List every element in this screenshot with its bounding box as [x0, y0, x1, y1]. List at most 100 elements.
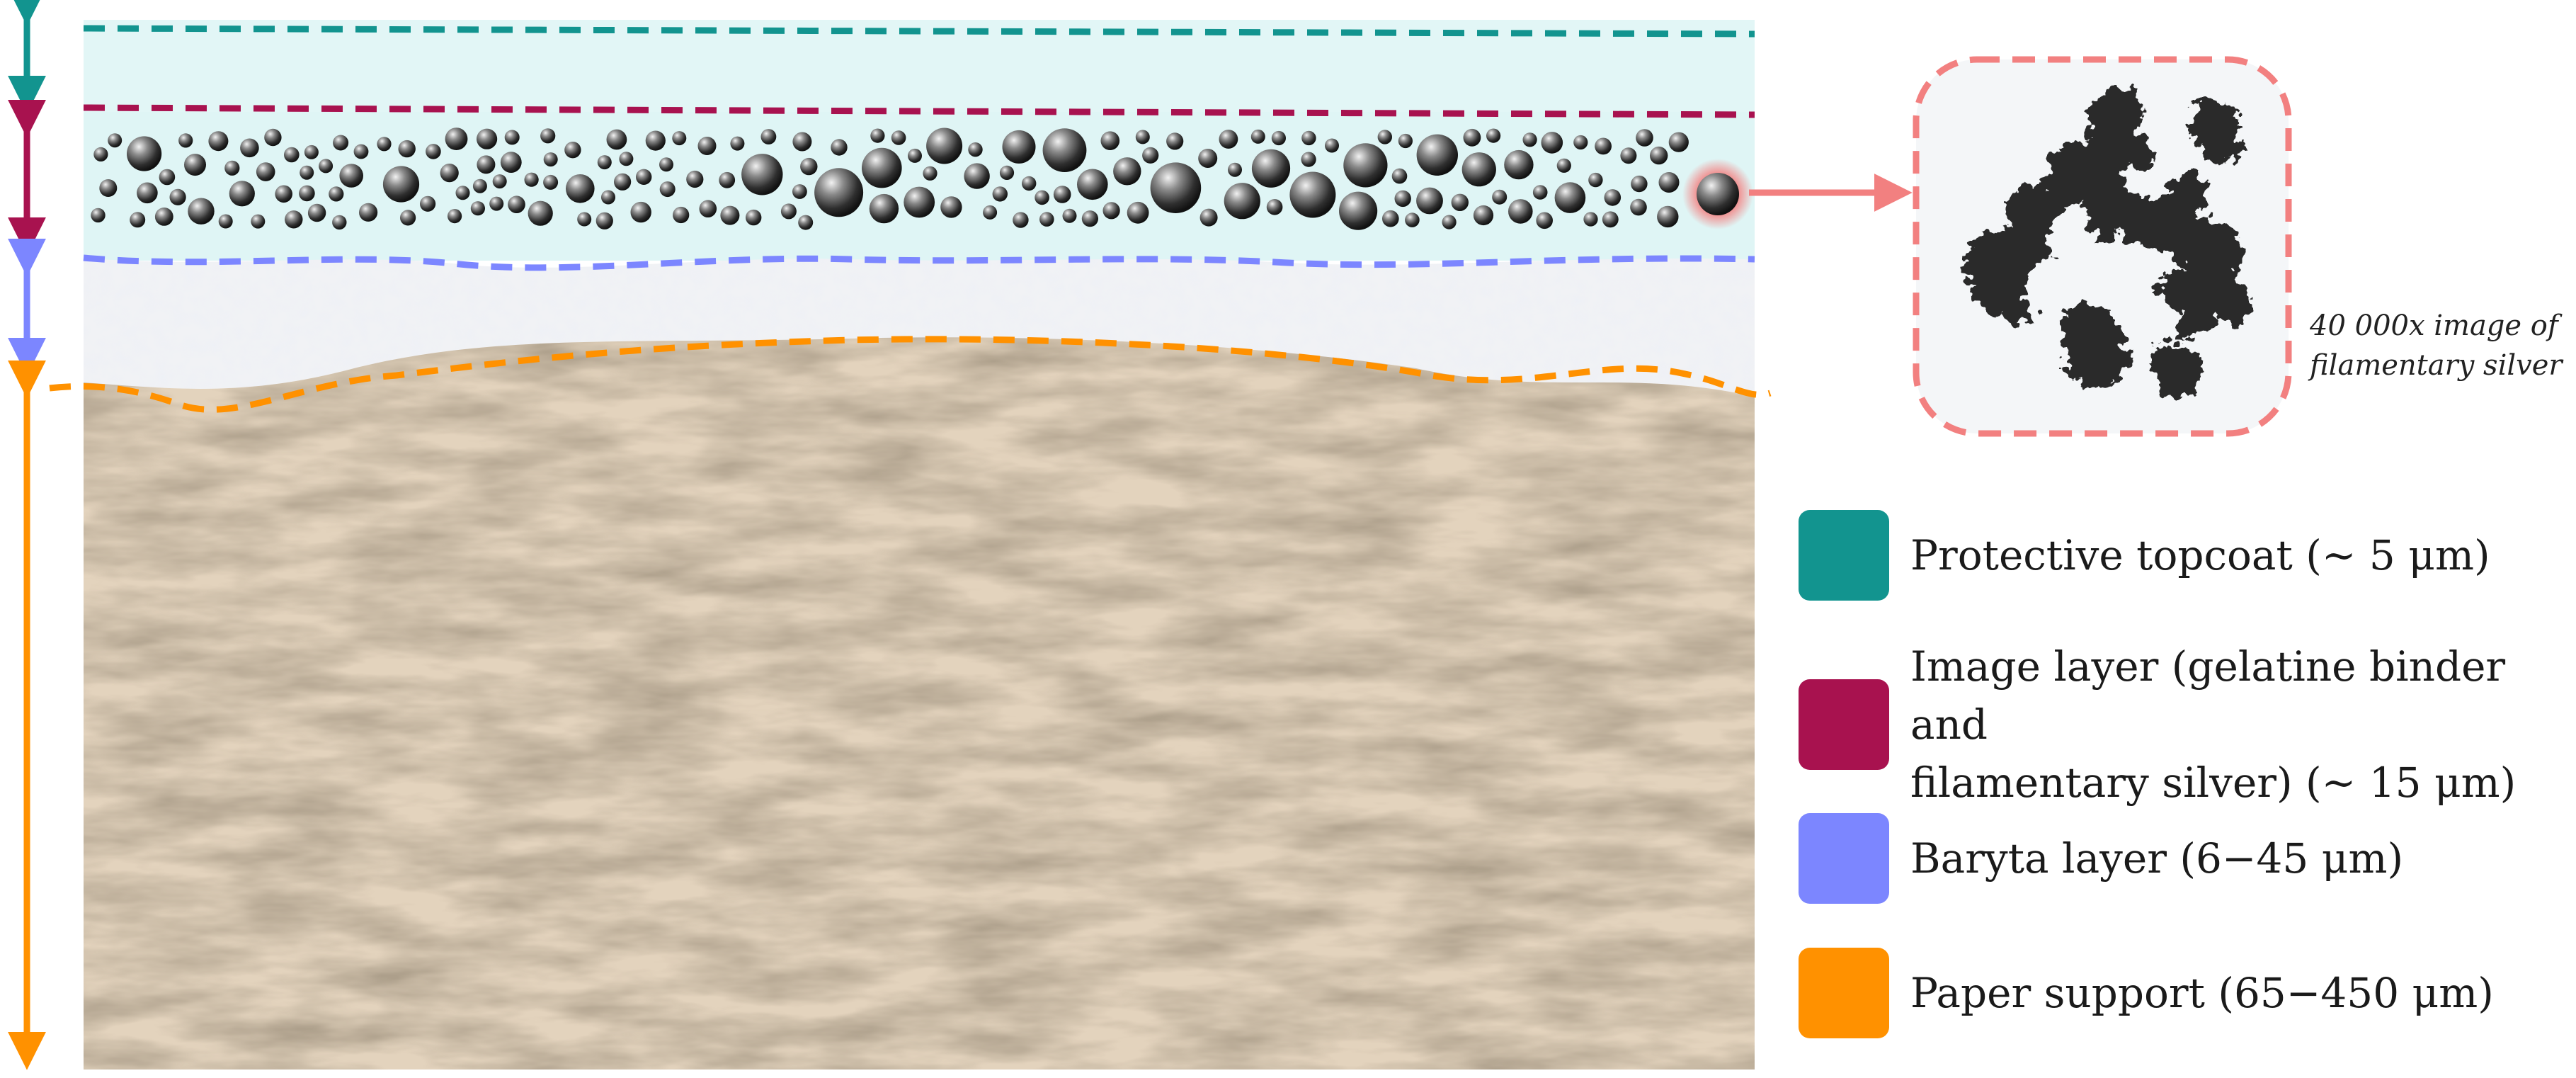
silver-particle-icon: [1150, 162, 1202, 213]
silver-particle-icon: [862, 147, 902, 188]
silver-particle-icon: [285, 210, 303, 229]
silver-particle-icon: [1289, 171, 1336, 218]
silver-particle-icon: [891, 130, 906, 145]
legend-label-topcoat: Protective topcoat (~ 5 μm): [1910, 526, 2490, 584]
silver-particle-icon: [1508, 199, 1533, 224]
legend-swatch-baryta: [1799, 813, 1889, 904]
silver-particle-icon: [992, 186, 1008, 202]
silver-particle-icon: [1198, 149, 1218, 168]
silver-particle-icon: [619, 152, 634, 166]
silver-particle-icon: [870, 128, 885, 143]
silver-particle-icon: [543, 152, 558, 167]
silver-particle-icon: [1636, 129, 1653, 147]
silver-particle-icon: [333, 135, 349, 151]
silver-particle-icon: [1536, 212, 1553, 229]
topcoat-top-boundary: [83, 25, 1755, 38]
silver-particle-icon: [178, 133, 193, 148]
silver-particle-icon: [798, 215, 814, 230]
silver-particle-icon: [130, 212, 146, 228]
silver-particle-icon: [1301, 152, 1316, 167]
silver-particle-icon: [1668, 132, 1689, 152]
silver-particle-icon: [606, 129, 627, 150]
silver-particle-icon: [1266, 199, 1283, 215]
silver-particle-icon: [741, 154, 783, 195]
silver-particle-icon: [154, 208, 173, 226]
legend-item-baryta: Baryta layer (6−45 μm): [1799, 813, 2403, 904]
baryta-layer: [83, 254, 1755, 397]
silver-particle-icon: [108, 133, 122, 148]
legend-swatch-paper: [1799, 948, 1889, 1038]
silver-particle-icon: [964, 163, 990, 189]
silver-particle-icon: [1199, 208, 1218, 227]
silver-particle-icon: [1492, 189, 1508, 205]
silver-particle-icon: [1053, 186, 1071, 203]
silver-particle-icon: [659, 157, 673, 172]
silver-particle-icon: [448, 209, 462, 224]
silver-particle-icon: [188, 198, 215, 225]
silver-particle-icon: [1391, 168, 1408, 184]
silver-particle-icon: [760, 129, 777, 144]
silver-particle-icon: [127, 136, 162, 171]
silver-particle-icon: [672, 131, 687, 146]
silver-particle-icon: [908, 148, 922, 163]
silver-particle-icon: [1398, 133, 1413, 149]
silver-particle-icon: [1657, 205, 1679, 228]
silver-particle-icon: [377, 137, 392, 152]
silver-particle-icon: [630, 201, 651, 223]
silver-particle-icon: [1658, 172, 1680, 193]
silver-particle-icon: [400, 210, 416, 226]
inset-caption-line2: filamentary silver: [2310, 349, 2563, 382]
inset-caption-line1: 40 000x image of: [2310, 310, 2558, 342]
silver-particle-icon: [983, 205, 998, 220]
legend-label-image-layer-line1: Image layer (gelatine binder and: [1910, 642, 2506, 749]
inset-border: [1913, 56, 2292, 437]
silver-particle-icon: [659, 181, 676, 198]
silver-particle-icon: [831, 139, 848, 156]
silver-particle-icon: [1394, 190, 1411, 208]
legend-swatch-image-layer: [1799, 679, 1889, 770]
silver-particle-icon: [1325, 138, 1339, 153]
silver-particle-icon: [500, 152, 522, 174]
silver-particle-icon: [1127, 201, 1149, 224]
silver-particle-icon: [699, 200, 717, 218]
silver-particle-icon: [382, 166, 420, 203]
silver-particle-icon: [800, 157, 818, 176]
silver-particle-icon: [218, 214, 233, 229]
silver-particle-icon: [1339, 191, 1378, 230]
silver-particle-icon: [1573, 135, 1588, 150]
image-layer: [83, 104, 1755, 261]
silver-particle-icon: [926, 127, 963, 164]
silver-particle-icon: [524, 172, 539, 187]
silver-particle-icon: [229, 181, 255, 207]
silver-particle-icon: [358, 203, 378, 222]
silver-particle-icon: [1077, 169, 1108, 200]
legend-label-paper-line1: Paper support (65−450 μm): [1910, 969, 2494, 1017]
silver-particle-icon: [1416, 134, 1458, 176]
legend-label-topcoat-line1: Protective topcoat (~ 5 μm): [1910, 531, 2490, 579]
silver-particle-icon: [304, 144, 319, 159]
legend-swatch-topcoat: [1799, 510, 1889, 601]
callout: [1682, 159, 1913, 229]
silver-particle-icon: [940, 196, 962, 218]
silver-particle-icon: [353, 144, 369, 159]
silver-particle-icon: [224, 160, 240, 176]
silver-particle-icon: [1405, 212, 1420, 227]
silver-particle-icon: [1442, 215, 1457, 229]
baryta-top-boundary: [83, 254, 1755, 271]
silver-particle-icon: [792, 132, 812, 152]
silver-particle-icon: [869, 193, 899, 224]
silver-particle-icon: [1650, 146, 1668, 165]
silver-particle-icon: [999, 165, 1015, 180]
legend-label-paper: Paper support (65−450 μm): [1910, 964, 2494, 1022]
silver-particle-icon: [455, 186, 470, 200]
silver-particle-icon: [1382, 210, 1399, 227]
silver-particle-icon: [1113, 157, 1141, 186]
silver-particle-icon: [566, 174, 595, 203]
silver-particle-icon: [1473, 205, 1494, 226]
silver-particle-icon: [208, 131, 229, 152]
silver-particle-icon: [1343, 143, 1388, 188]
silver-particle-icon: [1630, 198, 1647, 216]
silver-particle-icon: [1251, 149, 1291, 188]
silver-particle-icon: [1631, 175, 1648, 193]
silver-particle-icon: [1166, 132, 1184, 150]
